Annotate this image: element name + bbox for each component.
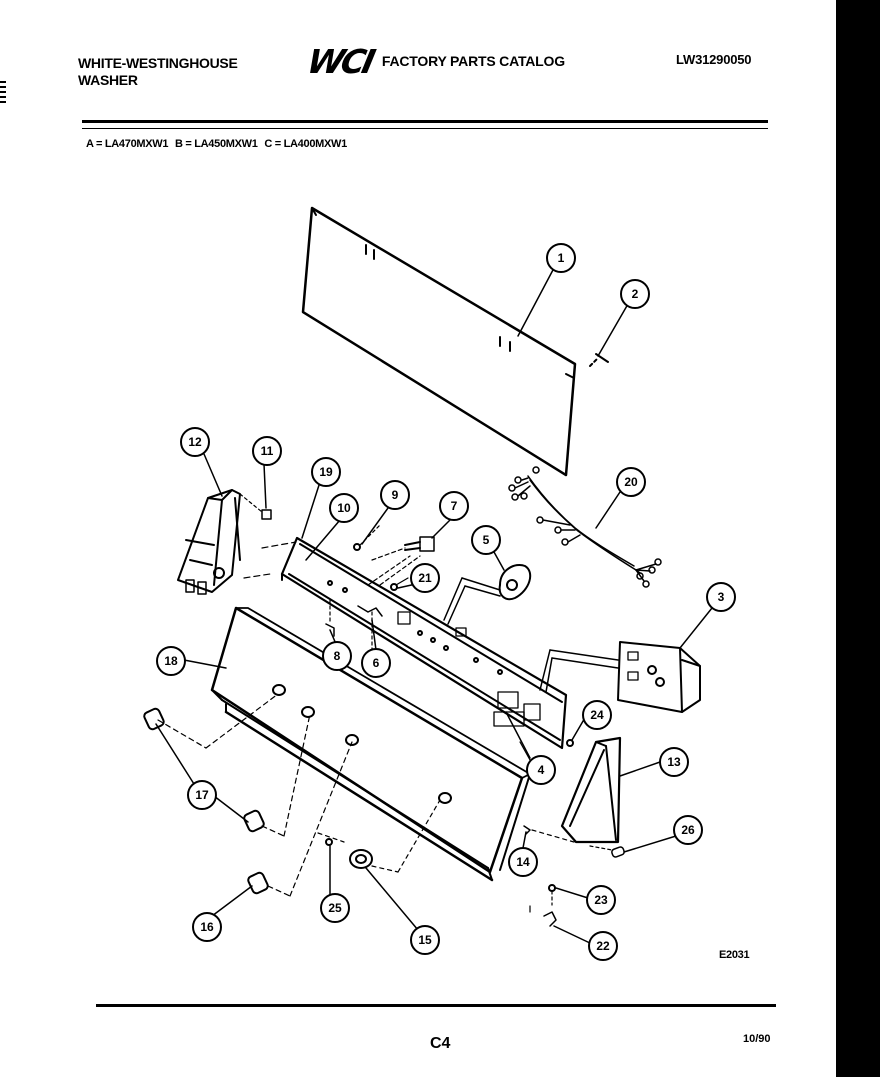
callout-label: 17	[195, 788, 209, 802]
selector-switch	[443, 564, 532, 625]
callout-19	[311, 457, 341, 487]
callout-22	[588, 931, 618, 961]
diagram-code: E2031	[719, 949, 750, 961]
callout-label: 1	[558, 251, 565, 265]
console-front-panel	[210, 606, 531, 882]
callout-label: 10	[337, 501, 351, 515]
callout-label: 18	[164, 654, 178, 668]
model-c: C = LA400MXW1	[264, 138, 347, 150]
part-14-clip	[523, 825, 575, 843]
rear-panel	[301, 206, 577, 477]
part-8-clip	[325, 599, 335, 637]
callout-label: 20	[624, 475, 638, 489]
callout-2	[620, 279, 650, 309]
callout-13	[659, 747, 689, 777]
part-25-screw	[317, 832, 345, 846]
end-bracket	[177, 489, 241, 595]
callout-label: 26	[681, 823, 695, 837]
part-6-clip	[357, 605, 383, 651]
catalog-model-number: LW31290050	[676, 52, 752, 67]
callout-label: 21	[418, 571, 432, 585]
callouts	[156, 243, 736, 961]
part-2-screw	[589, 353, 609, 367]
console-back-panel	[243, 536, 568, 750]
callout-4	[526, 755, 556, 785]
callout-label: 16	[200, 920, 214, 934]
callout-label: 12	[188, 435, 202, 449]
callout-23	[586, 885, 616, 915]
callout-20	[616, 467, 646, 497]
header-rule	[82, 120, 768, 123]
callout-17	[187, 780, 217, 810]
callout-label: 13	[667, 755, 681, 769]
callout-labels: 1 2 3 4 5 6 7 8 9 10 11 12 13 14 15 16 1…	[164, 251, 724, 953]
part-24-nut	[566, 739, 574, 747]
callout-label: 15	[418, 933, 432, 947]
callout-12	[180, 427, 210, 457]
part-21-screw	[390, 577, 409, 591]
model-a: A = LA470MXW1	[86, 138, 169, 150]
callout-label: 22	[596, 939, 610, 953]
timer	[539, 641, 701, 713]
callout-25a	[320, 893, 350, 923]
part-9-screw	[353, 524, 381, 551]
callout-label: 11	[261, 444, 274, 458]
wiring-harness	[508, 466, 662, 588]
callout-label: 3	[718, 590, 725, 604]
part-11-clip	[239, 493, 272, 520]
part-4-bracket	[493, 711, 531, 761]
callout-label: 23	[594, 893, 608, 907]
part-7-switch	[367, 536, 435, 586]
callout-label: 9	[392, 488, 399, 502]
callout-label: 8	[334, 649, 341, 663]
revision-date: 10/90	[743, 1033, 771, 1045]
callout-11	[252, 436, 282, 466]
callout-label: 7	[451, 499, 458, 513]
catalog-title: FACTORY PARTS CATALOG	[381, 53, 565, 69]
part-26-screw	[589, 845, 625, 858]
callout-6	[361, 648, 391, 678]
model-b: B = LA450MXW1	[174, 138, 258, 150]
callout-24	[582, 700, 612, 730]
callout-10	[329, 493, 359, 523]
appliance-type: WASHER	[78, 72, 138, 88]
callout-label: 25	[328, 901, 342, 915]
brand-name: WHITE-WESTINGHOUSE	[78, 55, 238, 71]
footer-rule	[96, 1004, 776, 1007]
brand-block: WHITE-WESTINGHOUSE WASHER	[78, 55, 238, 89]
page-number: C4	[430, 1035, 451, 1052]
callout-7	[439, 491, 469, 521]
catalog-header: WCI FACTORY PARTS CATALOG	[304, 42, 565, 81]
callout-5	[471, 525, 501, 555]
callout-label: 5	[483, 533, 490, 547]
callout-15	[410, 925, 440, 955]
callout-label: 19	[319, 465, 333, 479]
callout-label: 4	[538, 763, 545, 777]
callout-1	[546, 243, 576, 273]
part-17-knob-lower	[243, 713, 311, 837]
callout-3	[706, 582, 736, 612]
callout-9	[380, 480, 410, 510]
callout-label: 2	[632, 287, 639, 301]
model-legend: A = LA470MXW1 B = LA450MXW1 C = LA400MXW…	[86, 138, 351, 150]
leader-lines	[155, 267, 713, 945]
part-23-screw	[548, 884, 556, 906]
callout-18	[156, 646, 186, 676]
scan-edge-bar	[836, 0, 880, 1077]
part-15-grommet	[349, 799, 441, 873]
end-cap	[560, 736, 622, 844]
callout-16	[192, 912, 222, 942]
callout-14	[508, 847, 538, 877]
callout-21	[410, 563, 440, 593]
callout-26	[673, 815, 703, 845]
callout-label: 6	[373, 656, 380, 670]
part-22-clip	[529, 905, 557, 927]
callout-8	[322, 641, 352, 671]
scan-edge-marks	[0, 78, 6, 118]
callout-label: 24	[590, 708, 604, 722]
header-rule-thin	[82, 128, 768, 129]
callout-label: 14	[516, 855, 530, 869]
